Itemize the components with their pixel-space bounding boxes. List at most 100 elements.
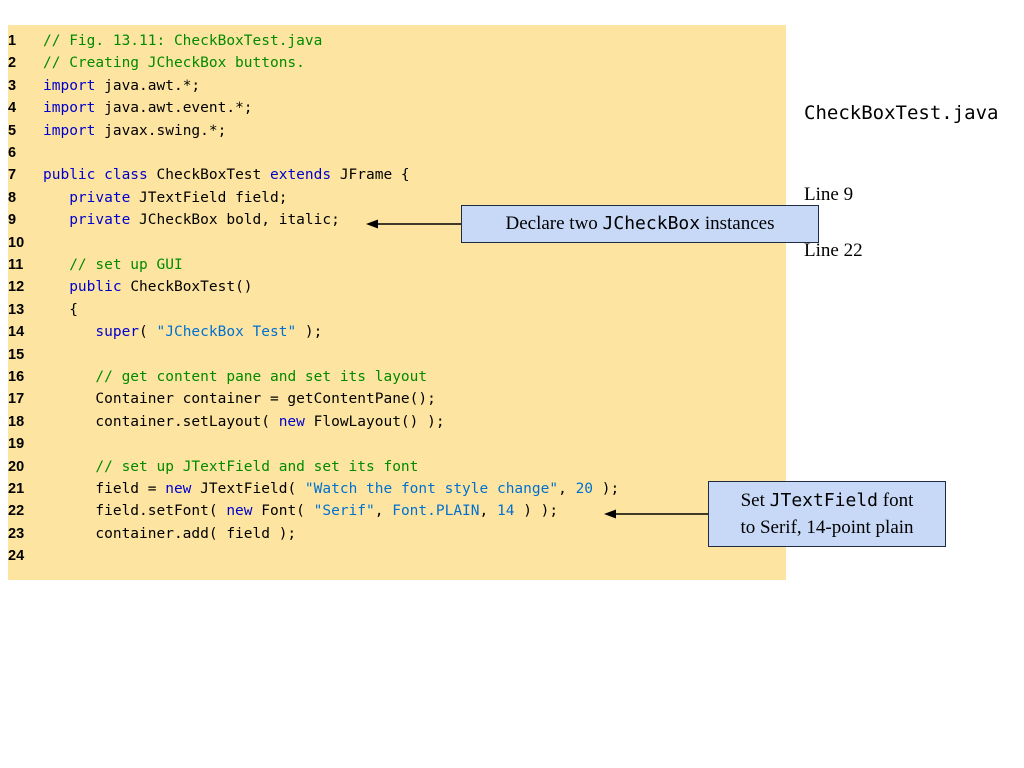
code-token-string: Font.PLAIN [392, 503, 480, 520]
code-token-normal: , [374, 503, 393, 520]
code-token-normal: CheckBoxTest [147, 167, 270, 184]
code-token-normal: CheckBoxTest() [121, 279, 253, 296]
callout-declare-text-before: Declare two [505, 213, 603, 234]
callout-declare-code: JCheckBox [602, 213, 701, 234]
code-token-string: "JCheckBox Test" [156, 324, 297, 341]
code-token-normal: ( [139, 324, 157, 341]
code-token-normal: Container container = getContentPane(); [43, 391, 436, 408]
line-number: 23 [8, 525, 25, 542]
code-text: field = new JTextField( "Watch the font … [43, 478, 619, 500]
code-token-keyword: private [69, 189, 131, 206]
code-token-normal: java.awt.event.*; [95, 100, 253, 117]
code-token-normal: JCheckBox bold, italic; [130, 212, 340, 229]
code-token-string: "Watch the font style change" [304, 481, 559, 497]
line-number: 8 [8, 189, 17, 206]
code-text: super( "JCheckBox Test" ); [43, 321, 322, 343]
callout-setfont-code: JTextField [769, 490, 879, 511]
code-text: public CheckBoxTest() [43, 276, 253, 298]
code-token-normal: JTextField field; [130, 189, 288, 206]
code-text: // set up JTextField and set its font [43, 456, 418, 478]
line-number: 7 [8, 167, 17, 184]
code-token-normal: field.setFont( [43, 503, 227, 520]
code-text: // get content pane and set its layout [43, 366, 427, 388]
code-token-normal: ); [296, 324, 323, 341]
line-number: 14 [8, 324, 25, 341]
code-token-comment: // Fig. 13.11: CheckBoxTest.java [43, 33, 323, 49]
line-number: 16 [8, 369, 25, 385]
code-token-keyword: super [95, 324, 140, 341]
code-token-keyword: public [69, 279, 122, 296]
callout-setfont-text-before: Set [740, 490, 770, 511]
code-token-keyword: new [165, 481, 192, 497]
code-text: import javax.swing.*; [43, 120, 226, 142]
code-token-normal: javax.swing.*; [95, 122, 227, 139]
code-text: private JCheckBox bold, italic; [43, 209, 340, 231]
line-number: 6 [8, 145, 17, 161]
code-text: container.setLayout( new FlowLayout() ); [43, 411, 445, 433]
code-text: { [43, 299, 78, 321]
code-token-normal: JTextField( [191, 481, 305, 497]
callout-setfont-line1: Set JTextField font [709, 487, 945, 514]
code-text: private JTextField field; [43, 187, 287, 209]
line-number: 18 [8, 413, 25, 430]
code-token-normal: JFrame { [331, 167, 410, 184]
line-number: 20 [8, 458, 25, 475]
code-text: import java.awt.*; [43, 75, 200, 97]
callout-setfont-text-after: font [878, 490, 914, 511]
code-token-normal: , [479, 503, 497, 520]
code-listing-panel: 1 // Fig. 13.11: CheckBoxTest.java 2 // Cre… [8, 25, 786, 580]
line-number: 24 [8, 548, 25, 565]
code-token-normal: container.setLayout( [43, 413, 279, 430]
line-number: 19 [8, 436, 25, 453]
code-text: // Fig. 13.11: CheckBoxTest.java [43, 30, 322, 52]
arrow-to-line-9 [366, 219, 461, 229]
code-token-keyword: public class [43, 167, 148, 184]
code-token-string: "Serif" [313, 503, 375, 520]
code-text: // Creating JCheckBox buttons. [43, 52, 305, 74]
code-token-normal: ) ); [514, 503, 559, 520]
code-token-keyword: extends [269, 167, 332, 184]
code-token-keyword: import [43, 100, 96, 117]
code-token-keyword: import [43, 77, 96, 94]
line-number: 17 [8, 391, 25, 408]
code-token-normal: field = [43, 481, 166, 497]
code-token-normal: { [43, 301, 78, 318]
code-token-comment: // get content pane and set its layout [95, 369, 428, 385]
line-number: 11 [8, 257, 24, 273]
code-text: public class CheckBoxTest extends JFrame… [43, 164, 410, 186]
code-token-comment: // set up GUI [69, 257, 183, 273]
code-text: container.add( field ); [43, 523, 296, 545]
code-token-normal: java.awt.*; [95, 77, 201, 94]
line-number: 9 [8, 212, 17, 229]
line-number: 3 [8, 77, 17, 94]
line-ref-22: Line 22 [804, 240, 863, 261]
line-number: 4 [8, 100, 17, 117]
line-number: 13 [8, 301, 25, 318]
line-number: 2 [8, 55, 17, 72]
callout-declare-checkboxes: Declare two JCheckBox instances [461, 205, 819, 243]
code-token-normal: Font( [252, 503, 314, 520]
callout-set-font: Set JTextField font to Serif, 14-point p… [708, 481, 946, 547]
code-token-keyword: new [226, 503, 253, 520]
code-token-comment: // Creating JCheckBox buttons. [43, 55, 305, 72]
callout-declare-text-after: instances [700, 213, 775, 234]
code-text: Container container = getContentPane(); [43, 388, 436, 410]
code-text: field.setFont( new Font( "Serif", Font.P… [43, 500, 558, 522]
arrow-to-line-22 [604, 509, 708, 519]
line-number: 15 [8, 346, 25, 363]
code-token-normal: container.add( field ); [43, 525, 297, 542]
code-text: import java.awt.event.*; [43, 97, 253, 119]
code-token-normal: FlowLayout() ); [304, 413, 445, 430]
line-number: 12 [8, 279, 25, 296]
code-text: // set up GUI [43, 254, 183, 276]
file-name-label: CheckBoxTest.java [804, 102, 999, 124]
callout-setfont-line2: to Serif, 14-point plain [740, 517, 914, 538]
code-token-number: 14 [497, 503, 515, 520]
line-number: 21 [8, 481, 25, 497]
line-number: 10 [8, 234, 25, 251]
code-token-keyword: import [43, 122, 96, 139]
line-number: 22 [8, 503, 25, 520]
line-number: 1 [8, 33, 17, 49]
line-ref-9: Line 9 [804, 184, 854, 205]
